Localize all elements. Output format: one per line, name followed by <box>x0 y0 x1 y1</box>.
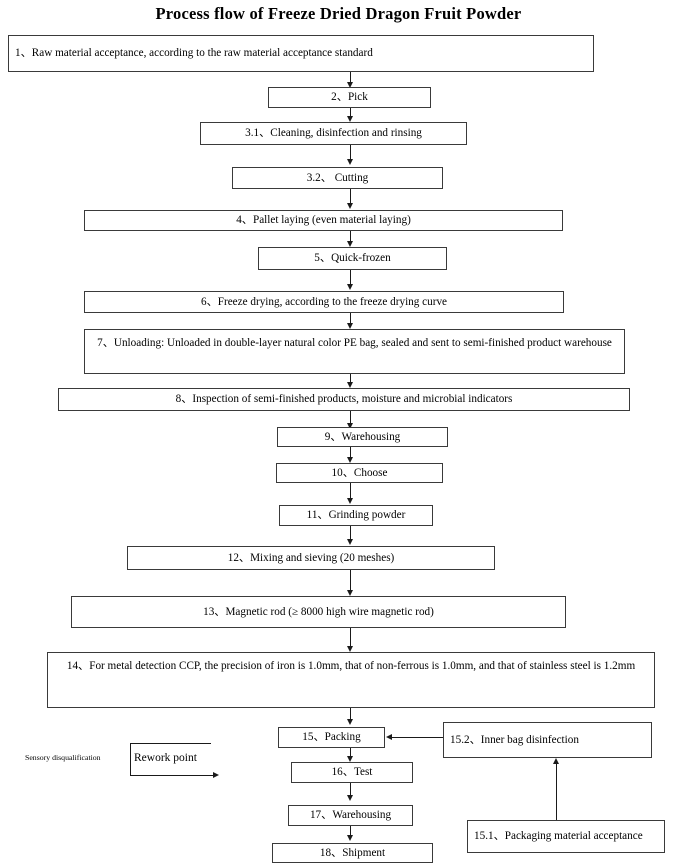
process-box-label: 16、Test <box>331 766 373 779</box>
process-box-step-4[interactable]: 4、Pallet laying (even material laying) <box>84 210 563 231</box>
process-box-label: 15、Packing <box>302 731 361 744</box>
arrow-down-icon <box>346 203 353 209</box>
arrow-down-icon <box>346 646 353 652</box>
arrow-left-icon <box>386 733 392 740</box>
process-box-step-8[interactable]: 8、Inspection of semi-finished products, … <box>58 388 630 411</box>
process-box-step-15-2[interactable]: 15.2、Inner bag disinfection <box>443 722 652 758</box>
connector-3-2-to-4 <box>350 189 351 206</box>
arrow-down-icon <box>346 241 353 247</box>
process-box-label: 14、For metal detection CCP, the precisio… <box>66 660 636 672</box>
process-box-step-18[interactable]: 18、Shipment <box>272 843 433 863</box>
page-title: Process flow of Freeze Dried Dragon Frui… <box>155 4 522 23</box>
arrow-down-icon <box>346 116 353 122</box>
connector-12-to-13 <box>350 570 351 592</box>
arrow-down-icon <box>346 795 353 801</box>
process-box-label: 7、Unloading: Unloaded in double-layer na… <box>97 337 612 349</box>
process-box-label: 6、Freeze drying, according to the freeze… <box>200 295 448 308</box>
connector-11-to-12 <box>350 526 351 541</box>
process-box-label: 10、Choose <box>331 466 388 479</box>
process-box-label: 1、Raw material acceptance, according to … <box>15 47 373 60</box>
process-box-label: 3.2、 Cutting <box>306 171 369 184</box>
arrow-down-icon <box>346 498 353 504</box>
process-box-step-14[interactable]: 14、For metal detection CCP, the precisio… <box>47 652 655 708</box>
process-box-step-15-1[interactable]: 15.1、Packaging material acceptance <box>467 820 665 853</box>
process-box-step-15[interactable]: 15、Packing <box>278 727 385 748</box>
connector-5-to-6 <box>350 270 351 286</box>
arrow-down-icon <box>346 159 353 165</box>
process-box-step-13[interactable]: 13、Magnetic rod (≥ 8000 high wire magnet… <box>71 596 566 628</box>
connector-14-to-15 <box>350 708 351 721</box>
connector-2-to-3-1 <box>350 108 351 118</box>
legend-rework-point: Rework point <box>134 752 197 764</box>
arrow-down-icon <box>346 539 353 545</box>
process-box-step-11[interactable]: 11、Grinding powder <box>279 505 433 526</box>
process-box-step-7[interactable]: 7、Unloading: Unloaded in double-layer na… <box>84 329 625 374</box>
arrow-down-icon <box>346 719 353 725</box>
connector-10-to-11 <box>350 483 351 500</box>
process-box-label: 11、Grinding powder <box>306 509 406 522</box>
arrow-right-icon <box>213 771 219 778</box>
process-box-step-17[interactable]: 17、Warehousing <box>288 805 413 826</box>
process-box-label: 18、Shipment <box>319 846 386 859</box>
arrow-down-icon <box>346 457 353 463</box>
rework-marker-left-line <box>130 743 131 775</box>
process-box-label: 5、Quick-frozen <box>314 252 391 265</box>
connector-15-1-to-15-2 <box>556 764 557 820</box>
process-box-step-16[interactable]: 16、Test <box>291 762 413 783</box>
legend-sensory-disqualification: Sensory disqualification <box>25 753 101 762</box>
connector-4-to-5 <box>350 231 351 244</box>
process-box-label: 12、Mixing and sieving (20 meshes) <box>227 551 395 564</box>
arrow-down-icon <box>346 323 353 329</box>
rework-marker-bottom-line <box>130 775 215 776</box>
arrow-down-icon <box>346 284 353 290</box>
arrow-down-icon <box>346 82 353 88</box>
rework-marker-top-line <box>130 743 211 744</box>
process-box-step-2[interactable]: 2、Pick <box>268 87 431 108</box>
connector-7-to-8 <box>350 374 351 384</box>
process-box-label: 15.1、Packaging material acceptance <box>474 830 643 843</box>
connector-9-to-10 <box>350 447 351 459</box>
connector-16-to-17 <box>350 783 351 797</box>
process-box-label: 9、Warehousing <box>324 430 401 443</box>
process-box-label: 2、Pick <box>331 91 368 104</box>
process-box-step-5[interactable]: 5、Quick-frozen <box>258 247 447 270</box>
process-box-step-3-2[interactable]: 3.2、 Cutting <box>232 167 443 189</box>
arrow-down-icon <box>346 835 353 841</box>
process-box-step-12[interactable]: 12、Mixing and sieving (20 meshes) <box>127 546 495 570</box>
process-box-step-3-1[interactable]: 3.1、Cleaning, disinfection and rinsing <box>200 122 467 145</box>
process-box-step-10[interactable]: 10、Choose <box>276 463 443 483</box>
process-box-step-6[interactable]: 6、Freeze drying, according to the freeze… <box>84 291 564 313</box>
connector-13-to-14 <box>350 628 351 648</box>
arrow-down-icon <box>346 756 353 762</box>
process-box-step-9[interactable]: 9、Warehousing <box>277 427 448 447</box>
process-box-label: 15.2、Inner bag disinfection <box>450 733 579 746</box>
connector-3-1-to-3-2 <box>350 145 351 161</box>
arrow-up-icon <box>552 758 559 764</box>
process-box-label: 13、Magnetic rod (≥ 8000 high wire magnet… <box>203 605 434 618</box>
process-box-label: 8、Inspection of semi-finished products, … <box>175 393 513 406</box>
connector-1-to-2 <box>350 72 351 84</box>
process-box-step-1[interactable]: 1、Raw material acceptance, according to … <box>8 35 594 72</box>
connector-15-2-to-15 <box>392 737 443 738</box>
connector-15-to-16 <box>350 748 351 758</box>
connector-8-to-9 <box>350 411 351 425</box>
process-box-label: 17、Warehousing <box>309 809 392 822</box>
arrow-down-icon <box>346 423 353 429</box>
process-box-label: 3.1、Cleaning, disinfection and rinsing <box>245 127 422 140</box>
arrow-down-icon <box>346 382 353 388</box>
arrow-down-icon <box>346 590 353 596</box>
process-box-label: 4、Pallet laying (even material laying) <box>236 214 411 227</box>
connector-6-to-7 <box>350 313 351 325</box>
connector-17-to-18 <box>350 826 351 837</box>
